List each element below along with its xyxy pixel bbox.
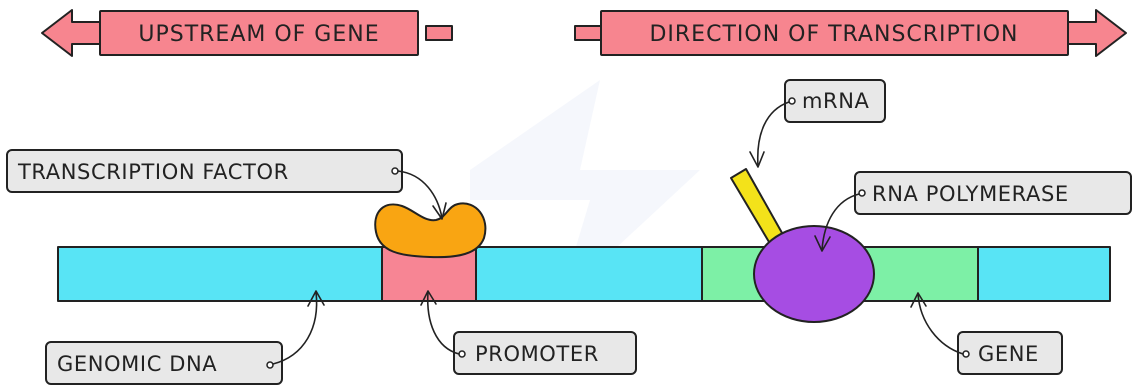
- dna-strand: [57, 246, 1111, 302]
- label-mrna: mRNA: [749, 79, 886, 168]
- leader-genomic-dna: [272, 291, 318, 365]
- small-circle-icon: [458, 350, 466, 358]
- arrowhead: [420, 290, 437, 306]
- dna-segment-middle: [475, 246, 703, 302]
- small-circle-icon: [962, 350, 970, 358]
- small-circle-icon: [858, 189, 866, 197]
- arrowhead: [432, 202, 447, 220]
- label-gene: GENE: [910, 292, 1063, 375]
- label-rna-polymerase: RNA POLYMERASE: [814, 171, 1132, 252]
- leader-transcription-factor: [397, 170, 443, 219]
- dna-segment-left: [57, 246, 383, 302]
- arrowhead: [814, 235, 831, 252]
- label-genomic-dna-text: GENOMIC DNA: [57, 352, 217, 376]
- leader-mrna: [756, 101, 790, 167]
- direction-banner-text: DIRECTION OF TRANSCRIPTION: [649, 22, 1018, 47]
- label-genomic-dna: GENOMIC DNA: [45, 290, 325, 385]
- direction-banner: DIRECTION OF TRANSCRIPTION: [574, 9, 1127, 57]
- small-circle-icon: [788, 97, 796, 105]
- dna-segment-right: [977, 246, 1111, 302]
- upstream-banner-tail: [425, 25, 453, 41]
- leader-gene: [917, 293, 964, 355]
- small-circle-icon: [266, 361, 274, 369]
- rna-polymerase-shape: [753, 225, 875, 323]
- leader-rna-polymerase: [821, 193, 860, 251]
- arrow-left-icon: [41, 9, 101, 57]
- upstream-banner-box: [99, 10, 419, 56]
- arrow-right-icon: [1067, 9, 1127, 57]
- label-rna-polymerase-text: RNA POLYMERASE: [872, 182, 1069, 206]
- arrowhead: [307, 290, 325, 307]
- label-transcription-factor-text: TRANSCRIPTION FACTOR: [17, 160, 289, 184]
- direction-banner-tail: [574, 25, 602, 41]
- label-gene-text: GENE: [978, 342, 1039, 366]
- arrowhead: [910, 292, 927, 308]
- upstream-banner-text: UPSTREAM OF GENE: [138, 22, 379, 47]
- label-transcription-factor: TRANSCRIPTION FACTOR: [6, 149, 447, 220]
- transcription-factor-shape: [374, 202, 487, 259]
- label-promoter: PROMOTER: [420, 290, 637, 375]
- small-circle-icon: [391, 167, 399, 175]
- leader-promoter: [426, 291, 460, 355]
- label-mrna-text: mRNA: [802, 89, 870, 113]
- label-promoter-text: PROMOTER: [475, 342, 599, 366]
- upstream-banner: UPSTREAM OF GENE: [41, 9, 453, 57]
- arrowhead: [749, 151, 765, 168]
- watermark: [470, 80, 700, 300]
